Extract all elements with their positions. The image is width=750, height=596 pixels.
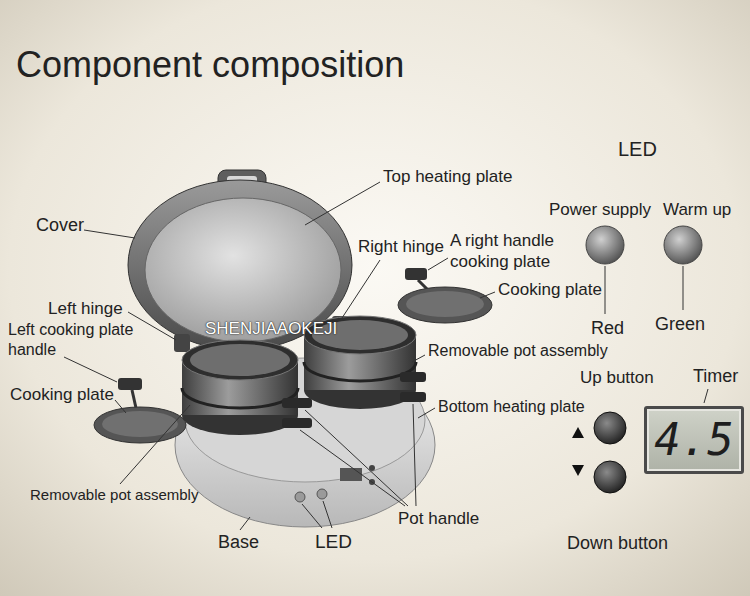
control-label: Up button xyxy=(580,367,654,388)
left-pot xyxy=(182,340,312,435)
down-arrow xyxy=(572,465,584,476)
leader-lines xyxy=(64,182,708,530)
base-led xyxy=(295,492,305,502)
leader-line xyxy=(605,266,606,314)
base-led xyxy=(317,489,327,499)
leader-line xyxy=(128,312,176,340)
section-label: LED xyxy=(618,137,657,162)
part-label: Removable pot assembly xyxy=(428,341,608,361)
indicator-label: Power supply xyxy=(549,199,651,220)
color-label: Red xyxy=(591,317,624,340)
pot-rim xyxy=(182,340,298,380)
part-label: Bottom heating plate xyxy=(438,397,585,417)
watermark: SHENJIAAOKEJI xyxy=(205,318,337,339)
leader-line xyxy=(342,260,380,318)
right-cooking-plate xyxy=(398,268,492,323)
pot-handle xyxy=(282,418,312,428)
leader-line xyxy=(240,517,250,530)
part-label: Top heating plate xyxy=(383,166,513,187)
leader-line xyxy=(412,355,425,362)
part-label: Pot handle xyxy=(398,508,479,529)
leader-line xyxy=(84,230,135,238)
part-label: Right hinge xyxy=(358,236,444,257)
warm-led xyxy=(664,226,702,264)
timer-digits: 4.5 xyxy=(654,418,733,462)
plate-handle xyxy=(118,378,142,390)
top-heating-plate xyxy=(145,198,341,342)
part-label: Cover xyxy=(36,214,84,237)
part-label: Left cooking plate handle xyxy=(8,320,158,360)
down-button xyxy=(594,461,626,493)
pot-handle xyxy=(400,372,426,382)
part-label: Removable pot assembly xyxy=(30,486,198,505)
left-hinge xyxy=(174,334,190,352)
title: Component composition xyxy=(16,42,404,87)
cooking-plate-surface xyxy=(406,291,484,317)
leader-line xyxy=(302,504,322,528)
pot-inside xyxy=(190,344,290,376)
leader-line xyxy=(305,410,408,506)
color-label: Green xyxy=(655,313,705,336)
part-label: Base xyxy=(218,531,259,554)
pot-ring xyxy=(304,362,416,381)
leader-line xyxy=(428,258,448,270)
up-arrow xyxy=(572,427,584,438)
cooking-plate xyxy=(398,287,492,323)
pot-handle xyxy=(282,398,312,408)
cover xyxy=(128,170,352,350)
leader-line xyxy=(305,182,380,225)
control-label: Down button xyxy=(567,532,668,555)
base-display xyxy=(340,468,362,481)
timer-display: 4.5 xyxy=(644,406,744,474)
cooking-plate-surface xyxy=(102,411,178,437)
leader-line xyxy=(300,430,405,506)
leader-line xyxy=(480,292,495,298)
part-label: A right handle cooking plate xyxy=(450,230,575,273)
leader-line xyxy=(704,389,708,403)
pot-ring xyxy=(182,388,298,408)
leader-line xyxy=(683,266,684,310)
leader-line xyxy=(120,405,190,484)
leader-line xyxy=(115,400,126,413)
control-label: Timer xyxy=(693,365,738,388)
indicator-label: Warm up xyxy=(663,199,731,220)
leader-line xyxy=(418,408,435,418)
leader-line xyxy=(413,404,416,506)
power-led xyxy=(586,226,624,264)
plate-handle xyxy=(405,268,427,280)
part-label: Cooking plate xyxy=(10,384,114,405)
pot-handle xyxy=(400,392,426,402)
part-label: Left hinge xyxy=(48,298,123,319)
part-label: LED xyxy=(315,530,352,554)
plate-arm xyxy=(132,390,136,408)
cover-shell xyxy=(128,180,352,350)
up-button xyxy=(594,412,626,444)
leader-line xyxy=(64,357,117,382)
part-label: Cooking plate xyxy=(498,279,602,300)
leader-line xyxy=(323,501,332,528)
